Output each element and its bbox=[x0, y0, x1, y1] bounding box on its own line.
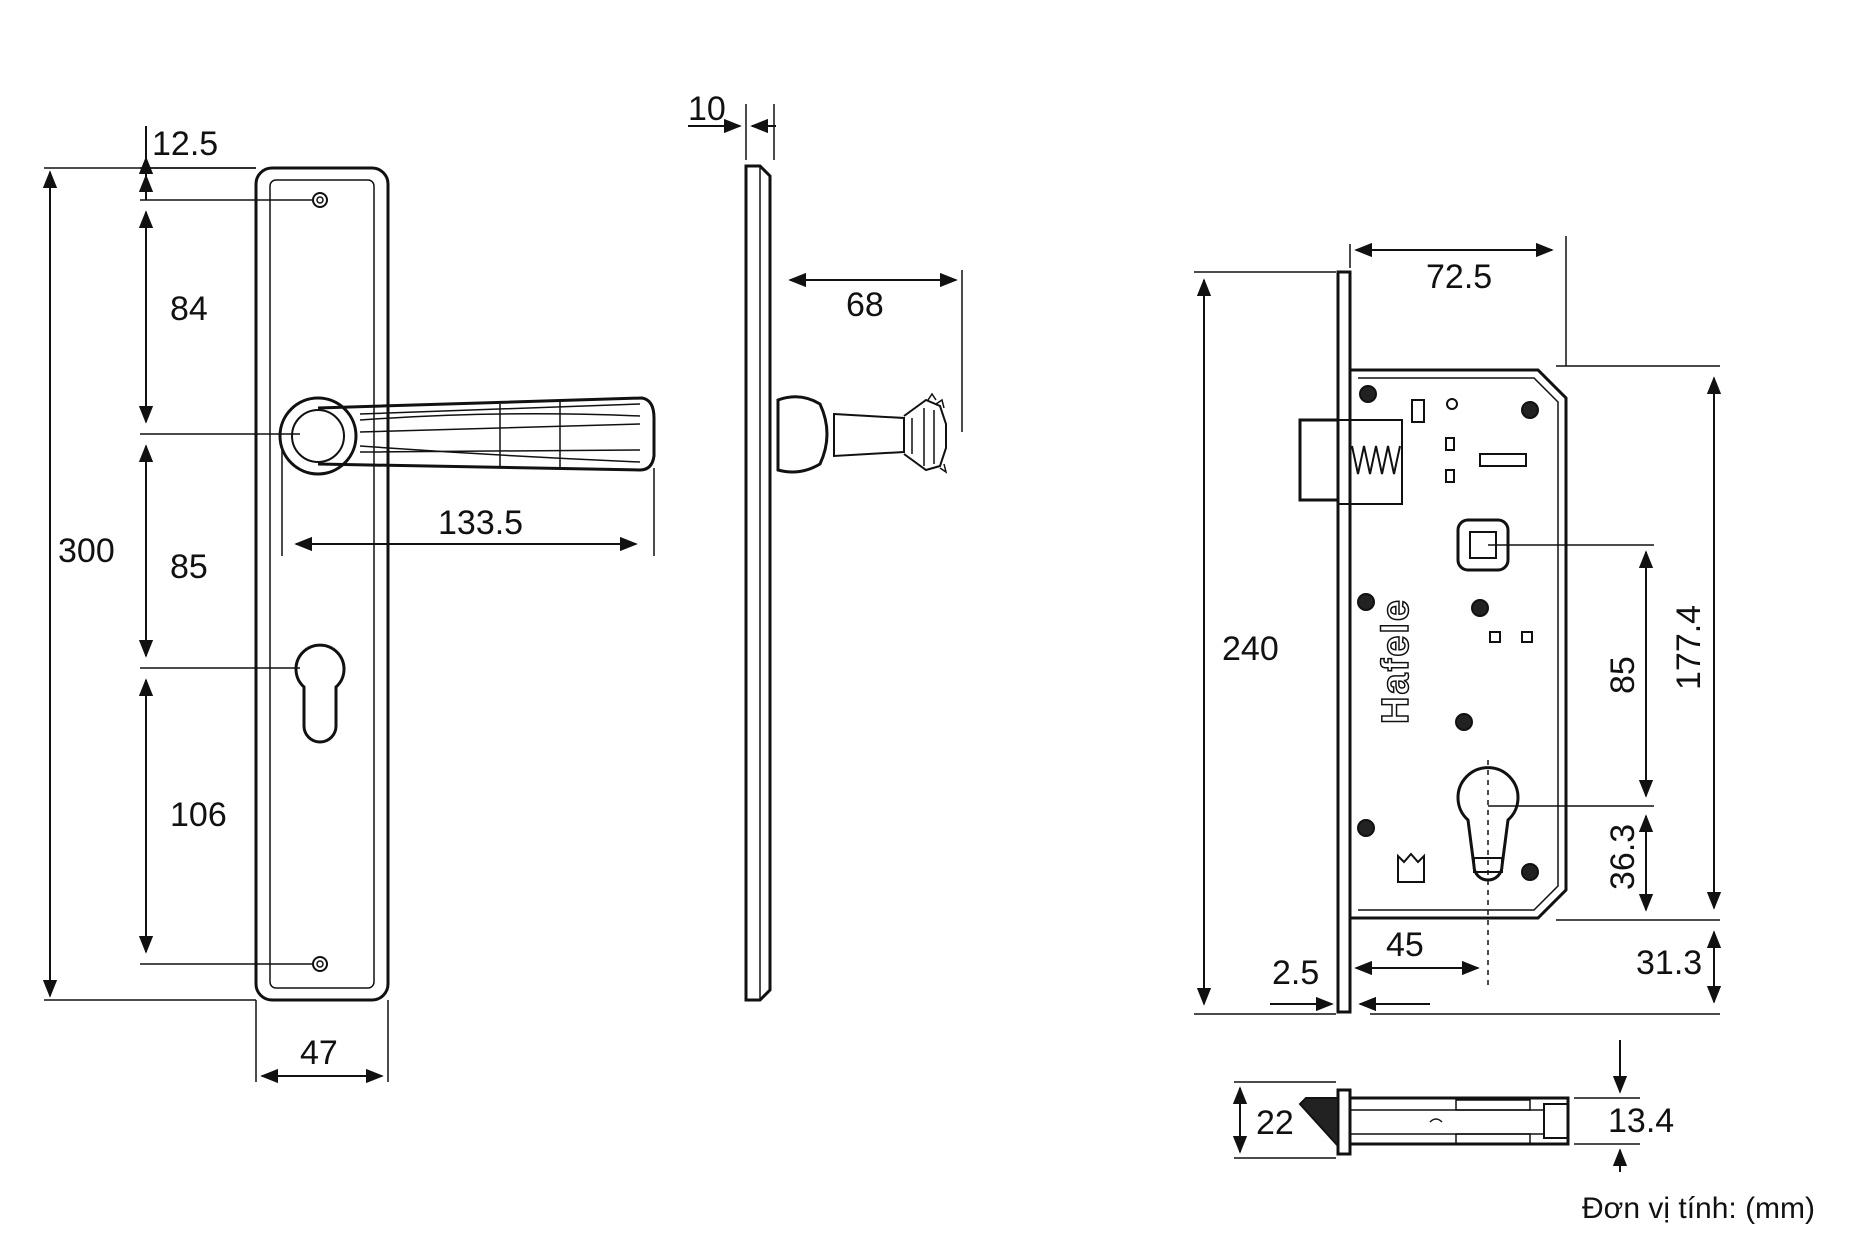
dim-backset: 72.5 bbox=[1426, 258, 1492, 296]
dim-plate-thickness: 10 bbox=[688, 90, 726, 128]
bottom-faceplate bbox=[1336, 1088, 1352, 1156]
lock-faceplate bbox=[1336, 270, 1352, 1014]
dim-handle-to-key: 85 bbox=[170, 548, 208, 586]
dim-faceplate-thickness: 2.5 bbox=[1272, 954, 1319, 992]
dim-case-height: 177.4 bbox=[1670, 605, 1708, 690]
unit-note: Đơn vị tính: (mm) bbox=[1582, 1192, 1815, 1225]
bottom-latch bbox=[1298, 1097, 1339, 1149]
latch-spring bbox=[1351, 445, 1401, 475]
top-screw-icon bbox=[312, 192, 328, 208]
lever-handle bbox=[317, 396, 656, 472]
dim-latch-projection: 22 bbox=[1256, 1104, 1294, 1142]
mortise-lock-view: Hafele 72.5 240 85 177.4 36.3 31.3 bbox=[1194, 236, 1722, 1015]
side-view: 10 68 bbox=[688, 90, 963, 1002]
dim-cylinder-backset: 45 bbox=[1386, 926, 1424, 964]
keyhole-icon bbox=[294, 643, 346, 744]
dim-total-height: 300 bbox=[58, 532, 115, 570]
dim-bottom-offset: 31.3 bbox=[1636, 944, 1702, 982]
latch-bolt bbox=[1298, 418, 1340, 502]
side-handle-profile bbox=[776, 395, 829, 474]
bottom-screw-icon bbox=[312, 956, 328, 972]
dim-screw-to-handle: 84 bbox=[170, 290, 208, 328]
front-backplate-inner bbox=[269, 179, 375, 989]
dim-faceplate-height: 240 bbox=[1222, 630, 1279, 668]
dim-key-to-screw: 106 bbox=[170, 796, 227, 834]
front-backplate bbox=[254, 166, 390, 1002]
cylinder-hole bbox=[1456, 766, 1520, 882]
brand-logo-text: Hafele bbox=[1375, 598, 1417, 724]
lock-case bbox=[1348, 368, 1568, 920]
dim-cylinder-to-bottom: 36.3 bbox=[1604, 824, 1642, 890]
dim-top-offset: 12.5 bbox=[152, 125, 218, 163]
dim-handle-projection: 68 bbox=[846, 286, 884, 324]
bottom-view: 22 13.4 bbox=[1232, 1040, 1674, 1172]
side-backplate bbox=[744, 164, 772, 1002]
bottom-case bbox=[1348, 1096, 1570, 1146]
dim-spindle-to-cylinder: 85 bbox=[1604, 656, 1642, 694]
front-view: 12.5 84 85 106 300 133.5 47 bbox=[42, 125, 656, 1084]
dim-handle-length: 133.5 bbox=[438, 504, 523, 542]
dim-case-thickness: 13.4 bbox=[1608, 1102, 1674, 1140]
dim-plate-width: 47 bbox=[300, 1034, 338, 1072]
handle-rosette bbox=[278, 396, 358, 476]
